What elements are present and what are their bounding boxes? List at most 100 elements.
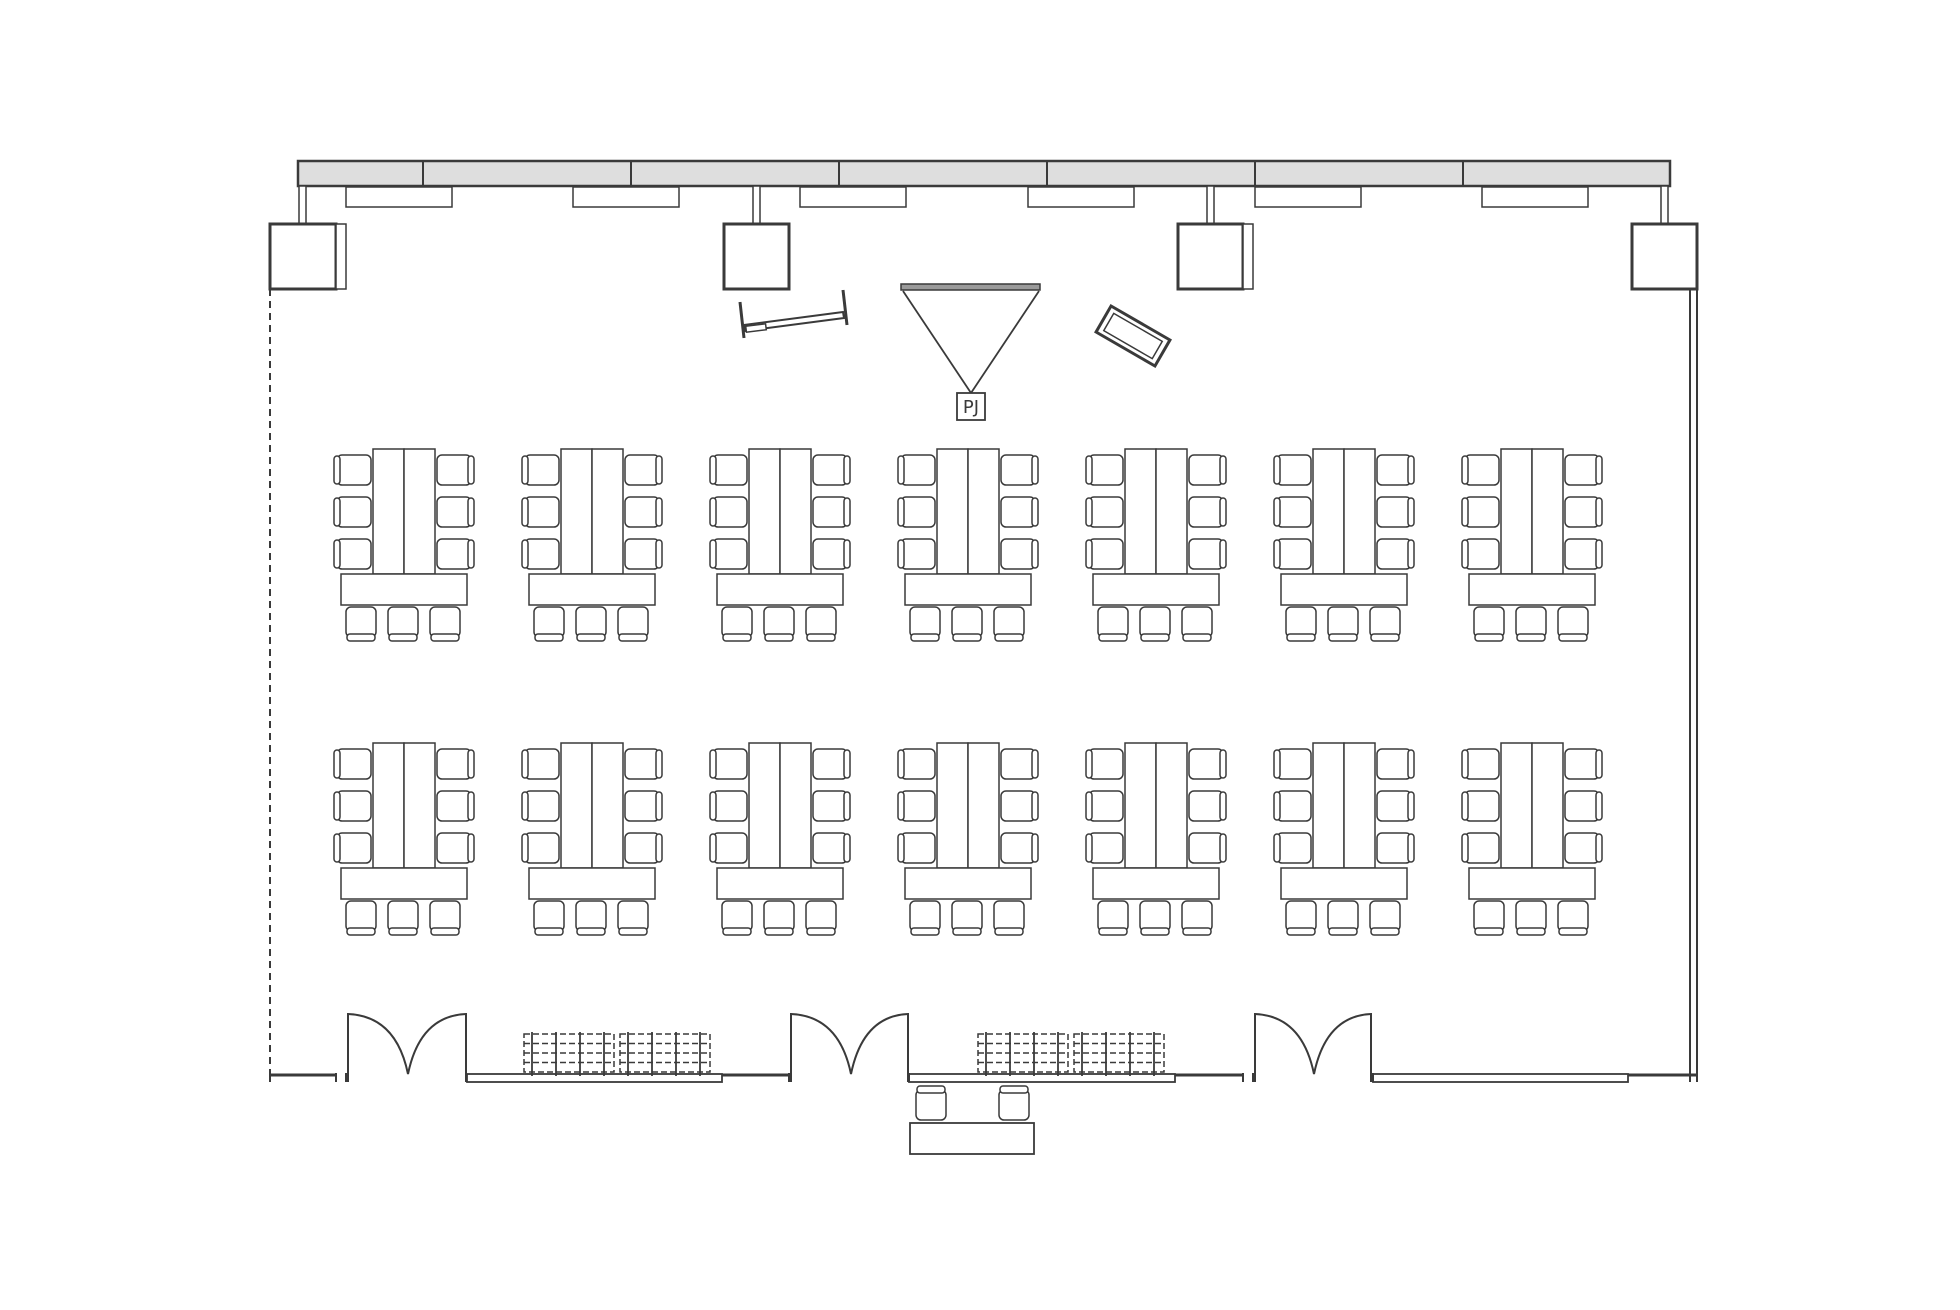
table [716, 573, 844, 606]
chair [812, 538, 851, 570]
chair-stack [1073, 1032, 1165, 1076]
chair [897, 538, 936, 570]
table-island [1273, 448, 1415, 642]
chair [387, 900, 419, 936]
wall-stub [1660, 185, 1669, 225]
radiator [799, 186, 907, 208]
table [403, 742, 436, 869]
stacked-chairs [523, 1032, 1165, 1076]
table [591, 448, 624, 575]
chair [1097, 606, 1129, 642]
chair [1473, 606, 1505, 642]
chair [1097, 900, 1129, 936]
chair [1273, 454, 1312, 486]
chair [812, 748, 851, 780]
columns [268, 222, 1699, 291]
table [560, 742, 593, 869]
chair [1000, 790, 1039, 822]
chair [1139, 900, 1171, 936]
table [591, 742, 624, 869]
chair [1557, 900, 1589, 936]
chair [709, 832, 748, 864]
table [403, 448, 436, 575]
chair [1085, 748, 1124, 780]
projection-screen-icon [900, 283, 1041, 394]
column [268, 222, 338, 291]
table-island [333, 448, 475, 642]
chair [333, 832, 372, 864]
table [1500, 448, 1533, 575]
table [372, 448, 405, 575]
radiator [1481, 186, 1589, 208]
chair [709, 538, 748, 570]
chair [1564, 538, 1603, 570]
table [1343, 448, 1376, 575]
chair [1000, 496, 1039, 528]
chair [812, 454, 851, 486]
table-island [1273, 742, 1415, 936]
chair [429, 606, 461, 642]
chair [1564, 496, 1603, 528]
table [1155, 448, 1188, 575]
chair [436, 832, 475, 864]
chair [1461, 832, 1500, 864]
chair [521, 790, 560, 822]
reception-chairs [915, 1085, 1030, 1121]
radiator [1254, 186, 1362, 208]
reception-desk [909, 1122, 1035, 1155]
radiator [345, 186, 453, 208]
table-island [1085, 742, 1227, 936]
chair [345, 900, 377, 936]
whiteboard-icon [1094, 303, 1172, 369]
chair [624, 748, 663, 780]
chair [1369, 900, 1401, 936]
chair-stack [523, 1032, 615, 1076]
chair [1557, 606, 1589, 642]
table-island [897, 448, 1039, 642]
chair [812, 832, 851, 864]
chair [897, 748, 936, 780]
chair [1085, 454, 1124, 486]
table [779, 448, 812, 575]
chair [709, 454, 748, 486]
table-island [1461, 742, 1603, 936]
stacked-chairs-icon [977, 1032, 1165, 1076]
table [372, 742, 405, 869]
table [904, 867, 1032, 900]
chair-stack [977, 1032, 1069, 1076]
chair [721, 900, 753, 936]
table-islands [333, 448, 1603, 936]
chair [1376, 496, 1415, 528]
table [1124, 448, 1157, 575]
chair [1376, 832, 1415, 864]
chair [1273, 748, 1312, 780]
chair [951, 900, 983, 936]
chair [533, 606, 565, 642]
chair [812, 790, 851, 822]
chair [436, 496, 475, 528]
chair [1000, 748, 1039, 780]
table [340, 867, 468, 900]
chair [1181, 900, 1213, 936]
chair [812, 496, 851, 528]
chair [521, 832, 560, 864]
chair [533, 900, 565, 936]
chair [1376, 538, 1415, 570]
table [1155, 742, 1188, 869]
table-island [897, 742, 1039, 936]
chair [1461, 496, 1500, 528]
chair [1327, 900, 1359, 936]
table-island [1461, 448, 1603, 642]
table [340, 573, 468, 606]
chair [1564, 454, 1603, 486]
table [1092, 573, 1220, 606]
chair [1188, 832, 1227, 864]
chair [1327, 606, 1359, 642]
window-wall [296, 159, 1672, 225]
chair [624, 538, 663, 570]
table [748, 448, 781, 575]
chair [1515, 900, 1547, 936]
projector-icon: PJ [956, 392, 986, 421]
table-island [709, 448, 851, 642]
chair [575, 606, 607, 642]
